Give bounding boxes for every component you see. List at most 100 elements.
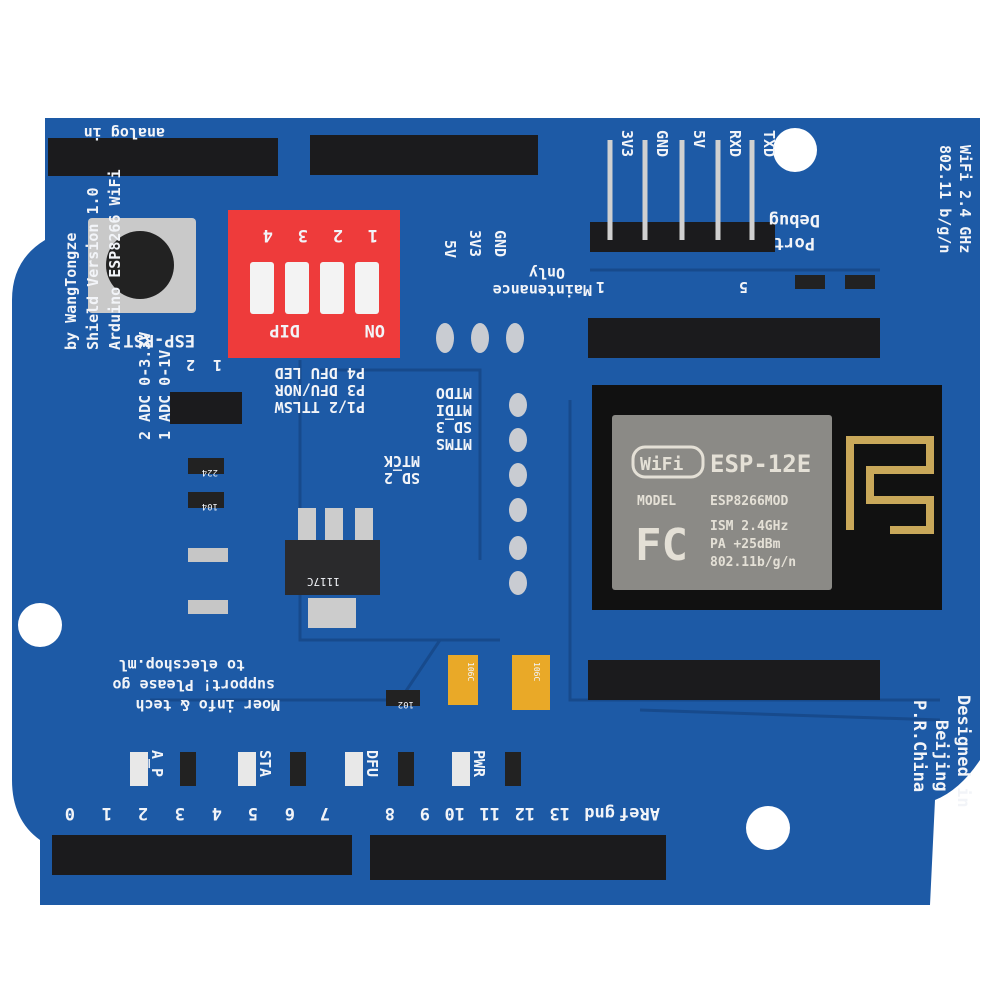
led-label-pwr: PWR (470, 750, 488, 778)
gpio-label-mtck: MTCK (384, 452, 420, 470)
debug-pin-5v: 5V (690, 130, 708, 148)
dip-number-3: 3 (298, 225, 308, 245)
regulator-label: 1117C (307, 575, 340, 588)
support-line-2: support! Please go (112, 676, 275, 694)
led-pwr (452, 752, 470, 786)
dip-function-3: P1/2 TTLSW (274, 398, 365, 416)
led-label-dfu: DFU (363, 750, 381, 777)
jumper-number-1: 1 (213, 356, 222, 374)
designed-line-1: Designed in (953, 695, 973, 808)
resistor-221 (180, 752, 196, 786)
resistor-102 (386, 690, 420, 706)
led-dfu (345, 752, 363, 786)
module-header-bottom (588, 660, 880, 700)
designed-line-2: Beijing (931, 720, 951, 792)
maintenance-only-label: Only (529, 264, 565, 282)
gpio-label-mtdo: MTDO (436, 384, 472, 402)
digital-header-low (52, 835, 352, 875)
digital-header-high (370, 835, 666, 880)
regulator-pin (325, 508, 343, 540)
dip-label: DIP (269, 320, 300, 340)
analog-header (48, 138, 278, 176)
debug-number-5: 5 (739, 278, 748, 296)
capacitor (188, 548, 228, 562)
digital-pin-label: gnd (584, 803, 615, 823)
digital-pin-label: 12 (515, 803, 535, 823)
wifi-info-line-2: 802.11 b/g/n (936, 145, 954, 253)
digital-pin-label: 11 (480, 803, 500, 823)
esp-module-shield (612, 415, 832, 590)
resistor-221 (505, 752, 521, 786)
resistor (795, 275, 825, 289)
mounting-hole (746, 806, 790, 850)
port-label: Port (774, 233, 815, 253)
power-header (310, 135, 538, 175)
maint-pin-3v3: 3V3 (466, 230, 484, 257)
digital-pin-label: 7 (320, 803, 330, 823)
digital-pin-label: 10 (445, 803, 465, 823)
debug-pins (607, 140, 755, 240)
resistor-224 (188, 458, 224, 474)
analog-label: analog in (84, 124, 165, 142)
debug-pin-rxd: RXD (726, 130, 744, 157)
debug-label: Debug (769, 210, 820, 230)
maintenance-label: Maintenance (493, 281, 592, 299)
dip-function-2: P3 DFU/NOR (274, 381, 365, 399)
debug-number-1: 1 (596, 278, 605, 296)
digital-pin-label: 4 (212, 803, 222, 823)
jumper-number-2: 2 (186, 356, 195, 374)
maint-pin-5v: 5V (441, 240, 459, 258)
digital-pin-label: ARef (619, 803, 660, 823)
resistor-label: 224 (202, 467, 218, 477)
led-label-ap: A_P (148, 750, 166, 777)
debug-pin-txd: TXD (760, 130, 778, 157)
spec-power: PA +25dBm (710, 537, 781, 552)
capacitor-label: 106C (532, 662, 541, 681)
led-ap (130, 752, 148, 786)
digital-pin-label: 13 (550, 803, 570, 823)
digital-pin-label: 8 (385, 803, 395, 823)
gpio-label-sd2: SD_2 (384, 469, 420, 487)
adc-jumper[interactable] (170, 392, 242, 424)
voltage-regulator (285, 540, 380, 595)
digital-pin-label: 9 (420, 803, 430, 823)
gpio-label-mtms: MTMS (436, 435, 472, 453)
support-line-1: Moer info & tech (136, 696, 281, 714)
mounting-hole (773, 128, 817, 172)
dip-switch-levers (250, 262, 379, 314)
resistor-label: 102 (398, 699, 414, 709)
dip-number-1: 1 (368, 225, 378, 245)
maint-pin-gnd: GND (491, 230, 509, 257)
debug-pin-gnd: GND (653, 130, 671, 157)
led-label-sta: STA (256, 750, 274, 777)
esp-reset-button[interactable] (106, 231, 174, 299)
model-value: ESP8266MOD (710, 494, 788, 509)
mounting-hole (18, 603, 62, 647)
resistor-104 (188, 492, 224, 508)
spec-standard: 802.11b/g/n (710, 555, 796, 570)
led-sta (238, 752, 256, 786)
digital-pin-label: 6 (285, 803, 295, 823)
gpio-pads (509, 393, 527, 595)
module-name: ESP-12E (710, 450, 811, 478)
digital-pin-label: 1 (102, 803, 112, 823)
digital-pin-label: 3 (175, 803, 185, 823)
resistor-221 (290, 752, 306, 786)
regulator-pin (298, 508, 316, 540)
fcc-logo: FC (635, 520, 688, 571)
capacitor-label: 106C (466, 662, 475, 681)
designed-line-3: P.R.China (909, 700, 929, 792)
shield-line-1: Arduino ESP8266 WiFi (106, 169, 124, 350)
wifi-logo-text: WiFi (640, 454, 684, 475)
maintenance-pads (436, 323, 524, 353)
reset-label: ESP-RST (123, 330, 195, 350)
adc-line-2: 2 ADC 0-3.3V (136, 332, 154, 440)
digital-pin-label: 2 (138, 803, 148, 823)
model-label: MODEL (637, 494, 676, 509)
dip-function-1: P4 DFU LED (275, 364, 365, 382)
capacitor (188, 600, 228, 614)
digital-pin-label: 5 (248, 803, 258, 823)
wifi-logo (631, 445, 705, 479)
